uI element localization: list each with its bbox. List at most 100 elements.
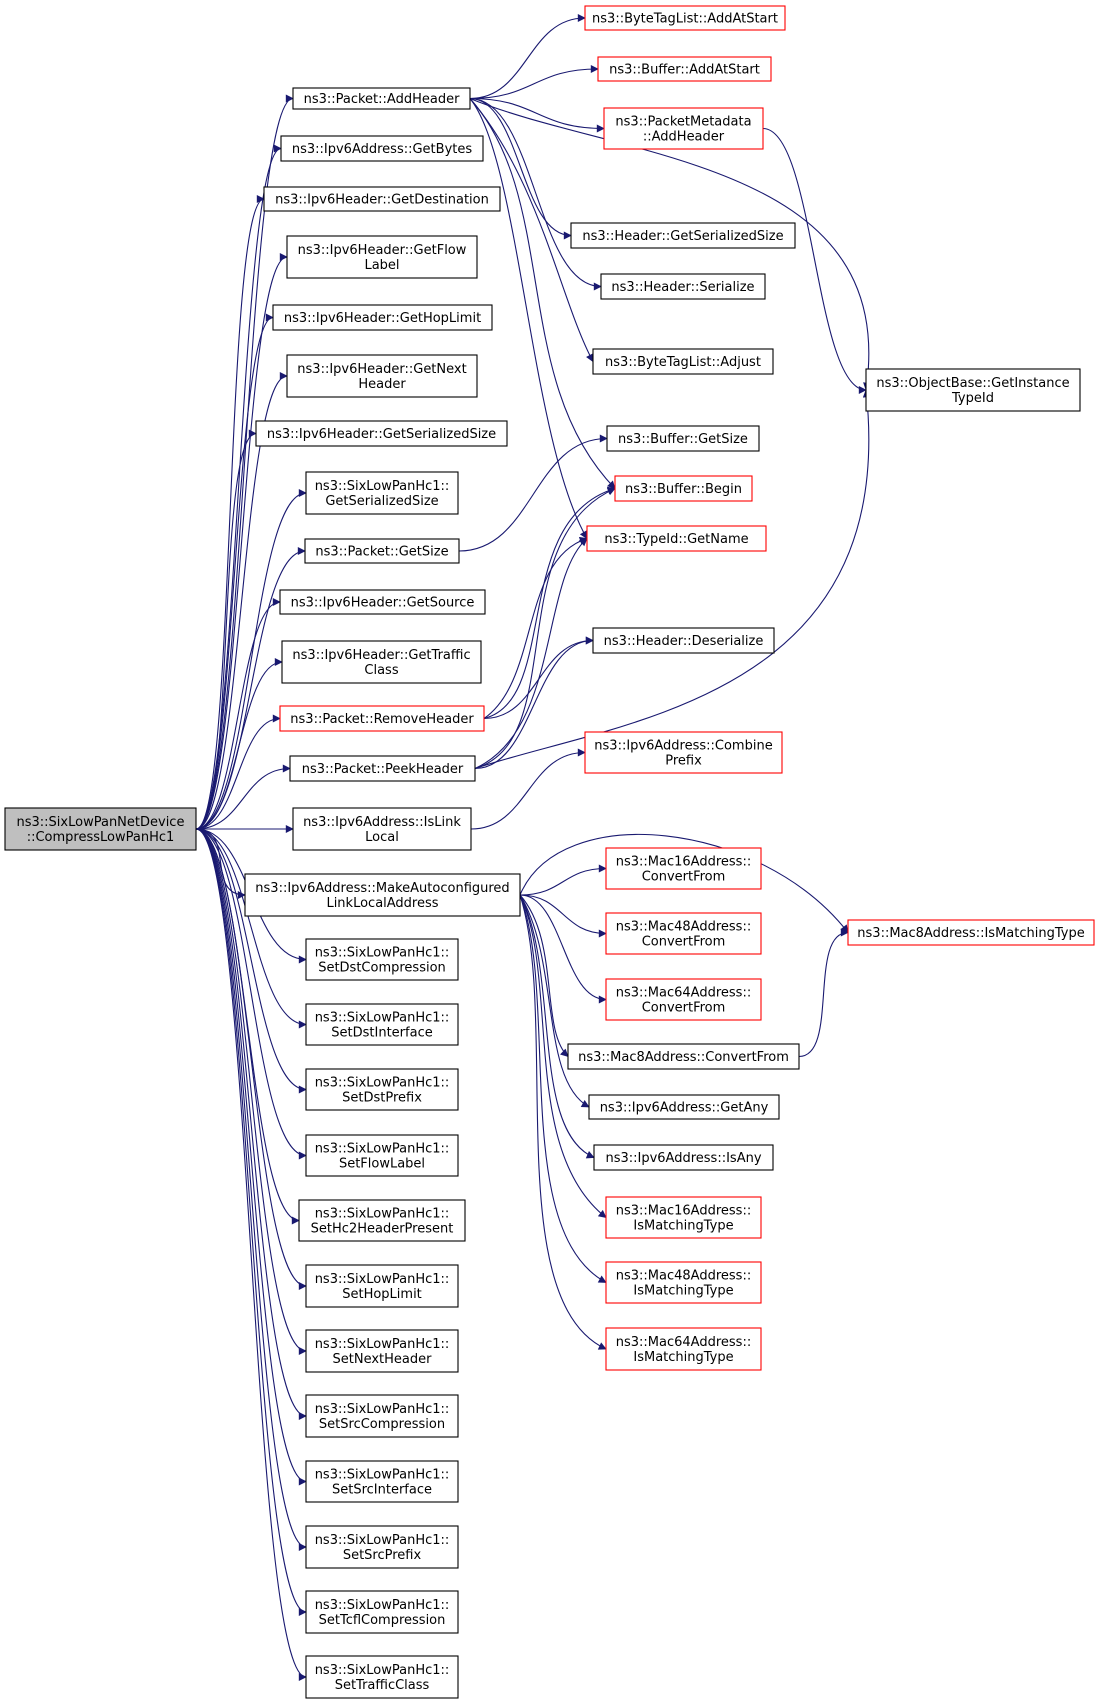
- node-mac64_convertfrom[interactable]: ns3::Mac64Address::ConvertFrom: [605, 978, 762, 1021]
- node-hc1_setnextheader[interactable]: ns3::SixLowPanHc1::SetNextHeader: [305, 1329, 459, 1373]
- node-hdr_getserializedsize[interactable]: ns3::Header::GetSerializedSize: [570, 222, 796, 249]
- edge-mac8_convertfrom-to-mac8_ismatchingtype: [798, 928, 849, 1058]
- node-label-line: ns3::Mac48Address::: [616, 920, 751, 935]
- node-label-line: SetNextHeader: [333, 1352, 433, 1367]
- node-hc1_setsrcinterface[interactable]: ns3::SixLowPanHc1::SetSrcInterface: [305, 1460, 459, 1503]
- node-box: [847, 919, 1095, 946]
- node-box: [588, 1094, 780, 1120]
- node-label-line: GetSerializedSize: [325, 494, 438, 509]
- edges-layer: [195, 14, 872, 1681]
- edge-ipv6addr_makeautoconf-to-ipv6addr_isany: [519, 894, 595, 1159]
- node-root: ns3::SixLowPanNetDevice::CompressLowPanH…: [4, 807, 197, 851]
- node-label-line: ConvertFrom: [642, 1001, 726, 1016]
- node-ipv6addr_isany[interactable]: ns3::Ipv6Address::IsAny: [593, 1144, 774, 1171]
- node-pmeta_addheader[interactable]: ns3::PacketMetadata::AddHeader: [603, 107, 764, 150]
- node-hc1_sethoplimit[interactable]: ns3::SixLowPanHc1::SetHopLimit: [305, 1264, 459, 1308]
- node-label-line: Class: [364, 663, 398, 678]
- node-pkt_peekheader[interactable]: ns3::Packet::PeekHeader: [289, 755, 476, 782]
- node-hc1_setdstprefix[interactable]: ns3::SixLowPanHc1::SetDstPrefix: [305, 1068, 459, 1111]
- nodes-layer: ns3::SixLowPanNetDevice::CompressLowPanH…: [4, 5, 1095, 1699]
- node-label-line: ns3::Mac16Address::: [616, 855, 751, 870]
- node-pkt_removeheader[interactable]: ns3::Packet::RemoveHeader: [279, 705, 485, 732]
- node-pkt_addheader[interactable]: ns3::Packet::AddHeader: [292, 87, 471, 110]
- edge-ipv6addr_makeautoconf-to-mac64_convertfrom: [519, 894, 607, 1004]
- node-label-line: ns3::Ipv6Header::GetFlow: [298, 243, 467, 258]
- node-ipv6hdr_getserializedsize[interactable]: ns3::Ipv6Header::GetSerializedSize: [255, 420, 508, 447]
- node-hc1_settrafficclass[interactable]: ns3::SixLowPanHc1::SetTrafficClass: [305, 1655, 459, 1699]
- node-label-line: ns3::Mac64Address::: [616, 986, 751, 1001]
- node-mac8_ismatchingtype[interactable]: ns3::Mac8Address::IsMatchingType: [847, 919, 1095, 946]
- node-typeid_getname[interactable]: ns3::TypeId::GetName: [586, 525, 767, 552]
- edge-ipv6addr_makeautoconf-to-ipv6addr_getany: [519, 894, 590, 1108]
- node-ipv6hdr_getsource[interactable]: ns3::Ipv6Header::GetSource: [279, 589, 486, 615]
- node-btl_addatstart[interactable]: ns3::ByteTagList::AddAtStart: [584, 5, 786, 31]
- node-box: [292, 807, 472, 851]
- node-box: [263, 186, 501, 212]
- node-mac8_convertfrom[interactable]: ns3::Mac8Address::ConvertFrom: [567, 1043, 800, 1070]
- node-label-line: ns3::Ipv6Address::GetBytes: [292, 142, 473, 157]
- node-hc1_setflowlabel[interactable]: ns3::SixLowPanHc1::SetFlowLabel: [305, 1134, 459, 1177]
- edge-ipv6addr_makeautoconf-to-mac8_ismatchingtype: [519, 834, 849, 934]
- node-hc1_setdstinterface[interactable]: ns3::SixLowPanHc1::SetDstInterface: [305, 1003, 459, 1046]
- node-hc1_setsrccompression[interactable]: ns3::SixLowPanHc1::SetSrcCompression: [305, 1394, 459, 1438]
- node-label-line: SetDstPrefix: [342, 1091, 422, 1106]
- node-hc1_setdstcompression[interactable]: ns3::SixLowPanHc1::SetDstCompression: [305, 938, 459, 981]
- node-ipv6addr_getbytes[interactable]: ns3::Ipv6Address::GetBytes: [280, 135, 484, 162]
- edge-root-to-hc1_setsrcinterface: [195, 828, 307, 1486]
- node-label-line: SetSrcPrefix: [343, 1548, 422, 1563]
- node-hdr_serialize[interactable]: ns3::Header::Serialize: [600, 273, 766, 300]
- node-btl_adjust[interactable]: ns3::ByteTagList::Adjust: [592, 348, 774, 375]
- edge-root-to-hc1_setflowlabel: [195, 828, 307, 1160]
- node-label-line: ns3::Packet::GetSize: [315, 545, 448, 560]
- node-ipv6hdr_gethoplimit[interactable]: ns3::Ipv6Header::GetHopLimit: [272, 304, 493, 331]
- edge-pkt_peekheader-to-buf_begin: [474, 487, 616, 770]
- node-box: [292, 87, 471, 110]
- node-box: [570, 222, 796, 249]
- node-hc1_getserializedsize[interactable]: ns3::SixLowPanHc1::GetSerializedSize: [305, 471, 459, 515]
- node-box: [289, 755, 476, 782]
- node-buf_addatstart[interactable]: ns3::Buffer::AddAtStart: [597, 56, 772, 82]
- node-mac48_ismatchingtype[interactable]: ns3::Mac48Address::IsMatchingType: [605, 1261, 762, 1304]
- node-mac48_convertfrom[interactable]: ns3::Mac48Address::ConvertFrom: [605, 912, 762, 955]
- edge-root-to-ipv6hdr_getflowlabel: [195, 253, 288, 830]
- edge-pkt_peekheader-to-hdr_deserialize: [474, 636, 594, 770]
- node-pkt_getsize[interactable]: ns3::Packet::GetSize: [304, 538, 460, 564]
- node-hc1_setsrcprefix[interactable]: ns3::SixLowPanHc1::SetSrcPrefix: [305, 1525, 459, 1569]
- node-label-line: ns3::SixLowPanHc1::: [315, 1207, 450, 1222]
- edge-pmeta_addheader-to-objbase_getinstancetypeid: [762, 127, 867, 394]
- node-hc1_sethc2headerpresent[interactable]: ns3::SixLowPanHc1::SetHc2HeaderPresent: [298, 1199, 466, 1242]
- node-box: [605, 1327, 762, 1371]
- edge-ipv6addr_makeautoconf-to-mac48_convertfrom: [519, 894, 607, 938]
- node-label-line: ns3::Ipv6Address::Combine: [594, 739, 772, 754]
- node-mac16_convertfrom[interactable]: ns3::Mac16Address::ConvertFrom: [605, 847, 762, 890]
- node-buf_begin[interactable]: ns3::Buffer::Begin: [614, 475, 753, 502]
- node-mac16_ismatchingtype[interactable]: ns3::Mac16Address::IsMatchingType: [605, 1196, 762, 1239]
- node-box: [298, 1199, 466, 1242]
- edge-root-to-ipv6addr_getbytes: [195, 144, 282, 830]
- edge-root-to-ipv6hdr_gettrafficclass: [195, 658, 283, 830]
- node-label-line: ns3::Packet::RemoveHeader: [290, 712, 474, 727]
- node-box: [279, 589, 486, 615]
- edge-root-to-hc1_getserializedsize: [195, 489, 307, 830]
- edge-root-to-hc1_setsrccompression: [195, 828, 307, 1420]
- node-box: [272, 304, 493, 331]
- edge-root-to-hc1_setdstinterface: [195, 828, 307, 1029]
- node-buf_getsize[interactable]: ns3::Buffer::GetSize: [606, 425, 760, 452]
- node-hc1_settcflcompression[interactable]: ns3::SixLowPanHc1::SetTcflCompression: [305, 1590, 459, 1634]
- node-hdr_deserialize[interactable]: ns3::Header::Deserialize: [592, 627, 775, 654]
- node-ipv6addr_getany[interactable]: ns3::Ipv6Address::GetAny: [588, 1094, 780, 1120]
- node-label-line: ConvertFrom: [642, 935, 726, 950]
- edge-ipv6addr_makeautoconf-to-mac16_convertfrom: [519, 864, 607, 896]
- node-label-line: ns3::Buffer::GetSize: [618, 432, 748, 447]
- node-ipv6addr_makeautoconf[interactable]: ns3::Ipv6Address::MakeAutoconfiguredLink…: [244, 873, 521, 917]
- node-mac64_ismatchingtype[interactable]: ns3::Mac64Address::IsMatchingType: [605, 1327, 762, 1371]
- node-label-line: ns3::SixLowPanNetDevice: [17, 815, 185, 830]
- edge-ipv6addr_islinklocal-to-ipv6addr_combineprefix: [470, 748, 586, 830]
- node-ipv6hdr_getdestination[interactable]: ns3::Ipv6Header::GetDestination: [263, 186, 501, 212]
